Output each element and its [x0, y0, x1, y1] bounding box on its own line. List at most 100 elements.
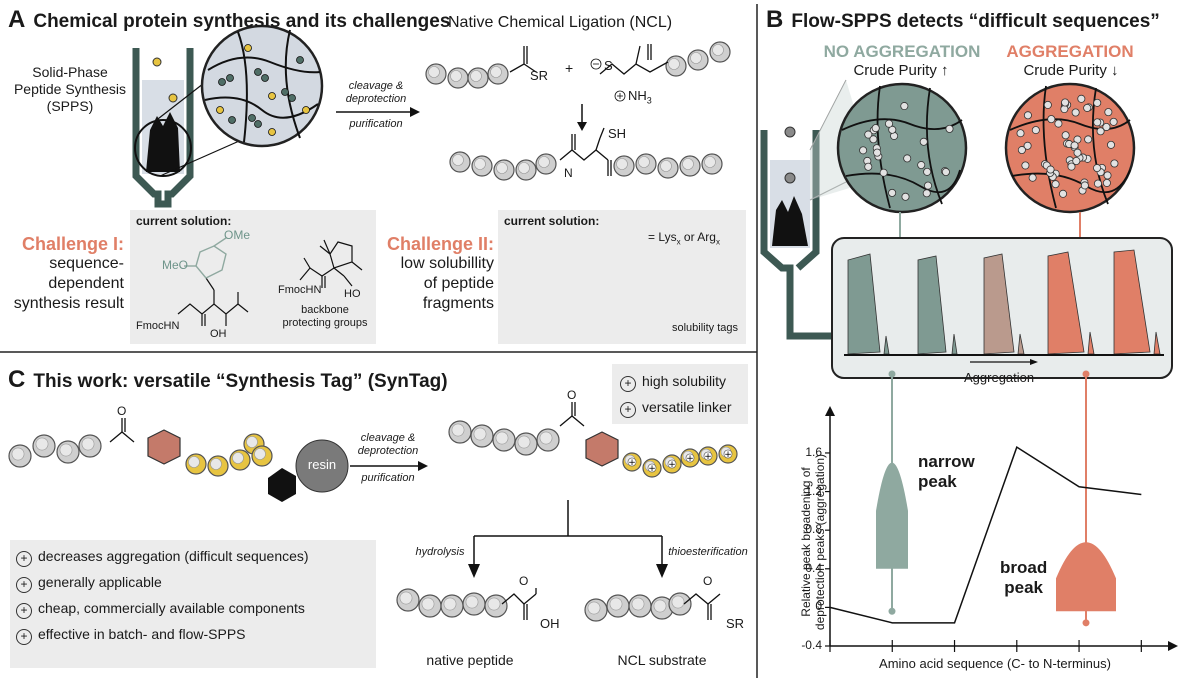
- spps-vessel: [132, 48, 247, 208]
- oh-label-c: OH: [540, 616, 560, 631]
- features-list: +high solubility +versatile linker: [620, 368, 731, 420]
- amino-acid-bead: [1060, 105, 1069, 114]
- arrow-a-top-label: cleavage &deprotection: [345, 80, 407, 105]
- amino-acid-bead: [425, 63, 447, 85]
- narrow-peak-top-marker: [888, 370, 896, 378]
- amino-acid-bead: [1070, 141, 1079, 150]
- amino-acid-bead: [1110, 159, 1119, 168]
- amino-acid-bead: [657, 157, 679, 179]
- no-aggregation-circle: [836, 82, 968, 214]
- amino-acid-bead: [1016, 129, 1025, 138]
- linker-hexagon-2: [585, 431, 619, 467]
- advantages-list: +decreases aggregation (difficult sequen…: [16, 543, 309, 647]
- amino-acid-bead: [924, 181, 933, 190]
- s-minus-label: S: [604, 58, 613, 73]
- amino-acid-bead: [1093, 179, 1102, 188]
- amino-acid-bead: [1109, 117, 1118, 126]
- advantage-item: +generally applicable: [16, 569, 309, 595]
- amino-acid-bead: [1102, 178, 1111, 187]
- oh-label-1: OH: [210, 328, 227, 340]
- amino-acid-bead: [1102, 122, 1111, 131]
- amino-acid-bead: [514, 432, 538, 456]
- narrow-peak-marker: [888, 607, 896, 615]
- syntag-bead: +: [698, 446, 718, 466]
- amino-acid-bead: [1072, 156, 1081, 165]
- amino-acid-bead: [470, 424, 494, 448]
- hydrolysis-label: hydrolysis: [415, 546, 465, 558]
- y-axis-arrow: [825, 406, 835, 416]
- amino-acid-bead: [919, 137, 928, 146]
- amino-acid-bead: [447, 67, 469, 89]
- amino-acid-bead: [864, 162, 873, 171]
- aggregation-line-chart: [825, 370, 1178, 652]
- plus-sign: +: [565, 60, 574, 76]
- resin-label: resin: [307, 457, 337, 472]
- tag-legend: = Lysx or Argx: [648, 230, 720, 247]
- y-tick-label: 0: [815, 599, 822, 614]
- o-label-4: O: [703, 574, 713, 588]
- crude-purity-up: Crude Purity ↑: [853, 62, 949, 79]
- arrow-a-bottom-label: purification: [349, 118, 403, 130]
- amino-acid-bead: [1093, 98, 1102, 107]
- amino-acid-bead: [1067, 162, 1076, 171]
- amino-acid-bead: [471, 155, 493, 177]
- crude-purity-down: Crude Purity ↓: [1023, 62, 1119, 79]
- o-label-2: O: [567, 388, 577, 402]
- backbone-structure-2: [299, 239, 363, 288]
- advantage-item: +effective in batch- and flow-SPPS: [16, 621, 309, 647]
- svg-text:+: +: [704, 452, 712, 462]
- dmb-ring: [184, 237, 227, 279]
- amino-acid-bead: [679, 155, 701, 177]
- amino-acid-bead: [1077, 94, 1086, 103]
- advantages-box: [10, 540, 376, 668]
- amino-acid-bead: [1084, 135, 1093, 144]
- aggregation-circle: [1004, 82, 1136, 214]
- amino-acid-bead: [871, 124, 880, 133]
- y-tick-label: 0.4: [805, 560, 822, 575]
- resin-zoom-circle: [200, 24, 324, 148]
- backbone-structure-1: [177, 277, 249, 326]
- amino-acid-bead: [888, 125, 897, 134]
- amino-acid-bead: [1028, 173, 1037, 182]
- amino-acid-bead: [1104, 108, 1113, 117]
- series-line: [829, 446, 1142, 624]
- amino-acid-bead: [1080, 181, 1089, 190]
- amino-acid-bead: [1096, 127, 1105, 136]
- amino-acid-bead: [945, 124, 954, 133]
- advantage-item: +decreases aggregation (difficult sequen…: [16, 543, 309, 569]
- amino-acid-bead: [1023, 111, 1032, 120]
- broad-peak-marker: [1082, 619, 1090, 627]
- advantage-item: +cheap, commercially available component…: [16, 595, 309, 621]
- no-aggregation-label: NO AGGREGATION: [823, 42, 981, 61]
- nh3-label: NH3: [628, 88, 652, 106]
- broad-peak-top-marker: [1082, 370, 1090, 378]
- amino-acid-bead: [923, 167, 932, 176]
- sh-label: SH: [608, 126, 627, 141]
- ncl-substrate-label: NCL substrate: [617, 652, 707, 668]
- current-solution-box-2: [498, 210, 746, 344]
- aggregation-label: AGGREGATION: [1006, 42, 1134, 61]
- amino-acid-bead: [56, 440, 80, 464]
- syntag-bead: [207, 455, 229, 477]
- amino-acid-bead: [584, 598, 608, 622]
- amino-acid-bead: [917, 161, 926, 170]
- chart-y-axis-label: Relative peak broadening of deprotection…: [799, 453, 827, 631]
- sr-label: SR: [530, 68, 549, 83]
- uv-peaks: [844, 249, 1164, 356]
- amino-acid-bead: [32, 434, 56, 458]
- syntag-bead: [185, 453, 207, 475]
- sr-label-c: SR: [726, 616, 745, 631]
- amino-acid-bead: [492, 428, 516, 452]
- amino-acid-bead: [515, 159, 537, 181]
- o-label-3: O: [519, 574, 529, 588]
- amino-acid-bead: [1103, 171, 1112, 180]
- current-solution-label-2: current solution:: [504, 214, 600, 228]
- amino-acid-bead: [1046, 165, 1055, 174]
